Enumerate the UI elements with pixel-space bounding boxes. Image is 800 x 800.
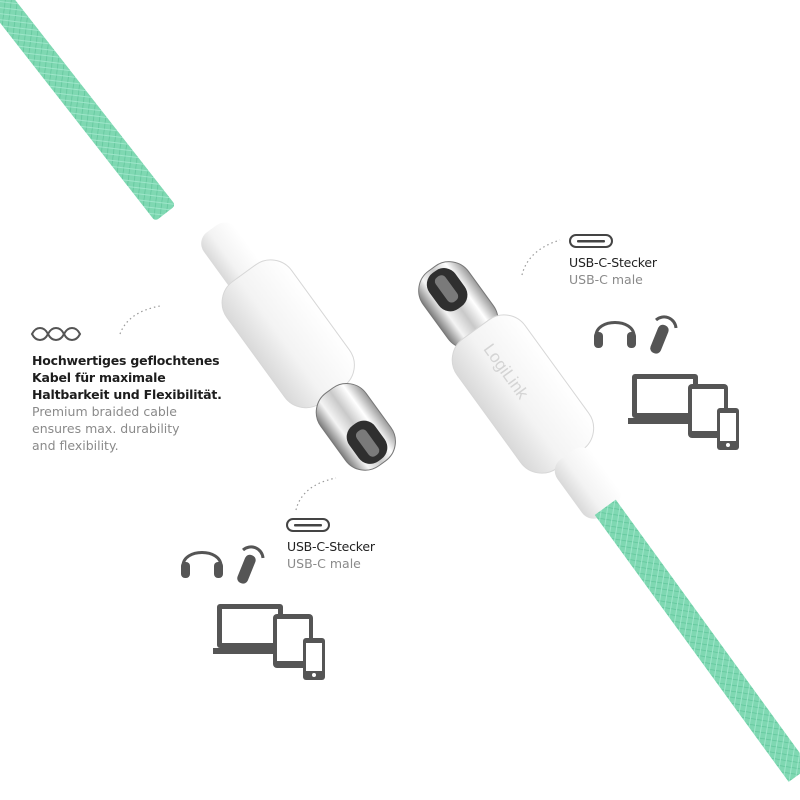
braid-desc-line-3: and flexibility. — [32, 438, 119, 453]
smartphone-icon — [303, 638, 325, 680]
bottom-connector-callout: USB-C-Stecker USB-C male — [287, 538, 375, 572]
braid-feature-callout: Hochwertiges geflochtenes Kabel für maxi… — [32, 352, 232, 454]
top-connector-label-en: USB-C male — [569, 272, 643, 287]
earbud-icon — [650, 315, 678, 354]
braid-title-line-2: Kabel für maximale — [32, 370, 166, 385]
braided-cable-right — [594, 499, 800, 782]
braid-title-line-3: Haltbarkeit und Flexibilität. — [32, 387, 222, 402]
braid-desc-line-1: Premium braided cable — [32, 404, 177, 419]
bottom-connector-label-de: USB-C-Stecker — [287, 539, 375, 554]
braid-desc-line-2: ensures max. durability — [32, 421, 180, 436]
usb-c-port-icon-bottom — [286, 518, 330, 532]
bottom-connector-label-en: USB-C male — [287, 556, 361, 571]
top-connector-label-de: USB-C-Stecker — [569, 255, 657, 270]
headphones-icon — [181, 551, 223, 578]
cable-left — [0, 0, 175, 220]
usb-c-connector-left — [201, 222, 396, 471]
device-icons-bottom — [181, 545, 325, 680]
infinity-braid-icon — [30, 327, 82, 341]
leader-line-bottom — [295, 477, 337, 511]
earbud-icon — [237, 545, 265, 584]
device-icons-top — [594, 315, 739, 450]
laptop-icon — [628, 374, 702, 424]
headphones-icon — [594, 321, 636, 348]
usb-c-port-icon-top — [569, 234, 613, 248]
usb-c-connector-right: LogiLink — [418, 261, 800, 782]
leader-line-top — [521, 239, 561, 276]
laptop-icon — [213, 604, 287, 654]
leader-line-braid — [119, 305, 161, 335]
braid-title-line-1: Hochwertiges geflochtenes — [32, 353, 220, 368]
top-connector-callout: USB-C-Stecker USB-C male — [569, 254, 657, 288]
braided-cable-left — [0, 0, 175, 220]
smartphone-icon — [717, 408, 739, 450]
